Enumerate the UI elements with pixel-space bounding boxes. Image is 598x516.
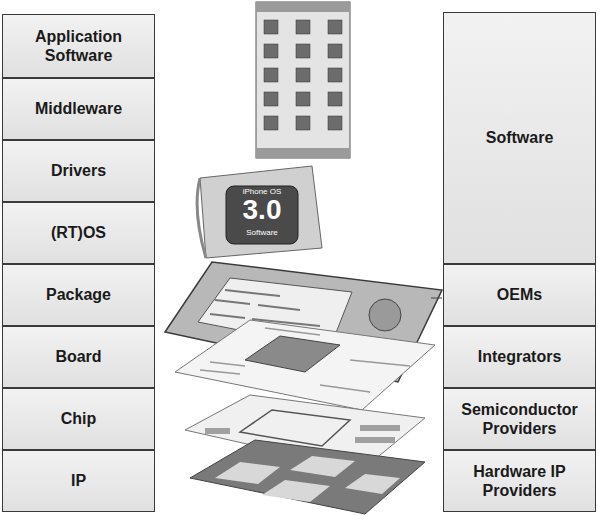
badge-text: 3.0 (243, 196, 282, 224)
layer-label: Chip (61, 409, 97, 428)
stack-layer-box: Application Software (2, 14, 155, 78)
stack-layer-box: Board (2, 326, 155, 388)
layer-label: Middleware (35, 99, 122, 118)
layer-label: Semiconductor Providers (448, 400, 591, 438)
badge-text: Software (246, 229, 278, 237)
layer-label: Integrators (478, 347, 562, 366)
stack-layer-box: Integrators (443, 326, 596, 388)
stack-layer-box: Middleware (2, 78, 155, 140)
os-badge (197, 166, 322, 258)
ip-layer (190, 440, 425, 514)
stack-layer-box: OEMs (443, 264, 596, 326)
layer-label: Software (486, 128, 554, 147)
app-screenshot (256, 2, 350, 158)
layer-label: (RT)OS (51, 223, 106, 242)
layer-label: Drivers (51, 161, 106, 180)
leader-line (431, 298, 442, 299)
stack-layer-box: Package (2, 264, 155, 326)
stack-layer-box: Drivers (2, 140, 155, 202)
layer-label: IP (71, 471, 86, 490)
layer-label: Application Software (7, 27, 150, 65)
stack-layer-box: IP (2, 450, 155, 512)
stack-layer-box: Hardware IP Providers (443, 450, 596, 512)
board-layer (175, 320, 435, 410)
layer-label: Hardware IP Providers (448, 462, 591, 500)
layer-label: Package (46, 285, 111, 304)
layer-label: OEMs (497, 285, 542, 304)
badge-text: iPhone OS (243, 188, 282, 196)
stack-layer-box: Software (443, 12, 596, 264)
stack-layer-box: Chip (2, 388, 155, 450)
stack-layer-box: (RT)OS (2, 202, 155, 264)
stack-layer-box: Semiconductor Providers (443, 388, 596, 450)
layer-label: Board (55, 347, 101, 366)
